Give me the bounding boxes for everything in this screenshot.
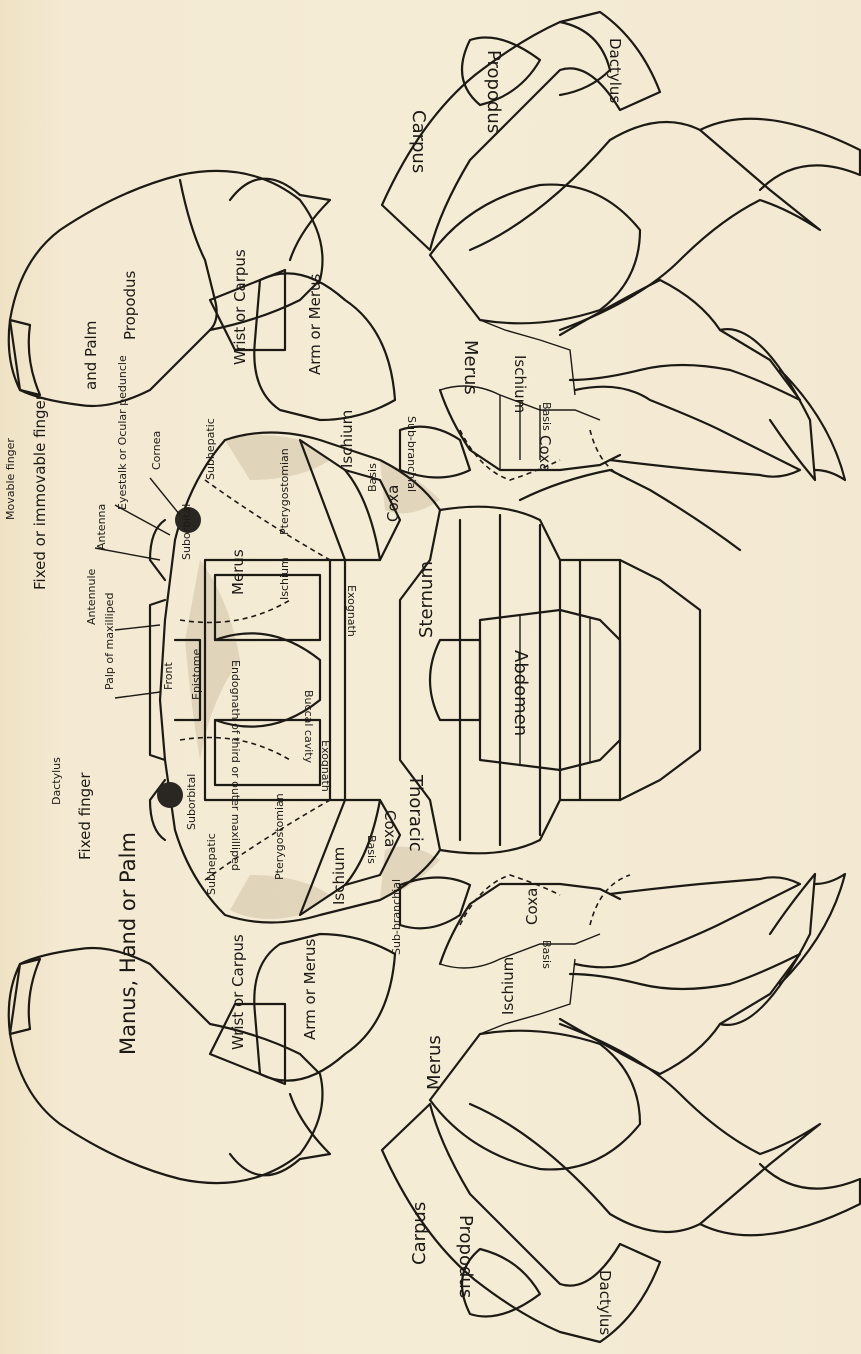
label-arm-right: Arm or Merus	[306, 273, 324, 375]
label-propodus-top: Propodus	[483, 50, 504, 133]
label-exognath-top: Exognath	[345, 585, 358, 637]
label-thoracic: Thoracic	[405, 774, 426, 852]
label-coxa-mid-top: Coxa	[384, 485, 402, 522]
label-ischium-mxp: Ischium	[278, 557, 291, 600]
label-pterygostomian-top: Pterygostomian	[278, 448, 291, 535]
label-dactylus-bottom: Dactylus	[596, 1270, 614, 1335]
label-palm-right: and Palm	[82, 321, 100, 390]
label-suborbital-bottom: Suborbital	[185, 774, 198, 830]
right-cheliped	[9, 171, 395, 420]
label-basis-mid-top: Basis	[366, 463, 379, 492]
label-coxa-top: Coxa	[536, 435, 554, 472]
label-carpus-top: Carpus	[408, 110, 429, 173]
label-pterygostomian-bottom: Pterygostomian	[273, 793, 286, 880]
label-front: Front	[162, 661, 175, 690]
label-palp: Palp of maxilliped	[103, 593, 116, 690]
label-cornea: Cornea	[150, 431, 163, 470]
label-propodus-right: Propodus	[121, 270, 139, 340]
label-merus-bottom: Merus	[424, 1035, 445, 1090]
label-dactylus-left: Dactylus	[50, 757, 63, 805]
label-ischium-mid-top: Ischium	[338, 410, 356, 468]
label-movable-finger: Movable finger	[4, 438, 17, 520]
label-wrist-left: Wrist or Carpus	[229, 934, 247, 1050]
label-ischium-mid-bottom: Ischium	[330, 847, 348, 905]
label-coxa-bottom: Coxa	[523, 888, 541, 925]
label-fixed-finger-left: Fixed finger	[76, 772, 94, 860]
label-basis-mid-bottom: Basis	[365, 835, 378, 864]
label-sternum: Sternum	[416, 561, 437, 638]
label-ischium-bottom: Ischium	[499, 957, 517, 1015]
label-ischium-top: Ischium	[511, 355, 529, 413]
label-subhepatic-bottom: Subhepatic	[205, 833, 218, 895]
label-suborbital-top: Suborbital	[180, 504, 193, 560]
label-endognath: Endognath of third or outer maxilliped	[229, 660, 242, 871]
label-exognath-bottom: Exognath	[319, 740, 332, 792]
left-cheliped	[9, 934, 395, 1183]
label-carpus-bottom: Carpus	[409, 1202, 430, 1265]
label-epistome: Epistome	[190, 649, 203, 700]
label-buccal-cavity: Buccal cavity	[302, 690, 315, 764]
label-subbranchial-top: Sub-branchial	[405, 416, 418, 492]
label-fixed-finger-right: Fixed or immovable finger	[31, 393, 49, 590]
label-subhepatic-top: Subhepatic	[204, 418, 217, 480]
label-antennule: Antennule	[85, 568, 98, 625]
label-merus-top: Merus	[460, 340, 481, 395]
label-manus: Manus, Hand or Palm	[116, 832, 140, 1055]
label-propodus-bottom: Propodus	[455, 1215, 476, 1298]
label-merus-mxp: Merus	[229, 549, 247, 595]
label-basis-bottom: Basis	[540, 940, 553, 969]
lower-walking-legs	[382, 874, 860, 1342]
label-basis-top: Basis	[540, 402, 553, 431]
label-coxa-mid-bottom: Coxa	[381, 810, 399, 847]
label-antenna: Antenna	[95, 504, 108, 550]
label-dactylus-top: Dactylus	[606, 38, 624, 103]
label-eyestalk: Eyestalk or Ocular peduncle	[116, 355, 129, 510]
label-subbranchial-bottom: Sub-branchial	[390, 879, 403, 955]
label-wrist-right: Wrist or Carpus	[231, 249, 249, 365]
label-arm-left: Arm or Merus	[301, 938, 319, 1040]
label-abdomen: Abdomen	[510, 650, 531, 736]
